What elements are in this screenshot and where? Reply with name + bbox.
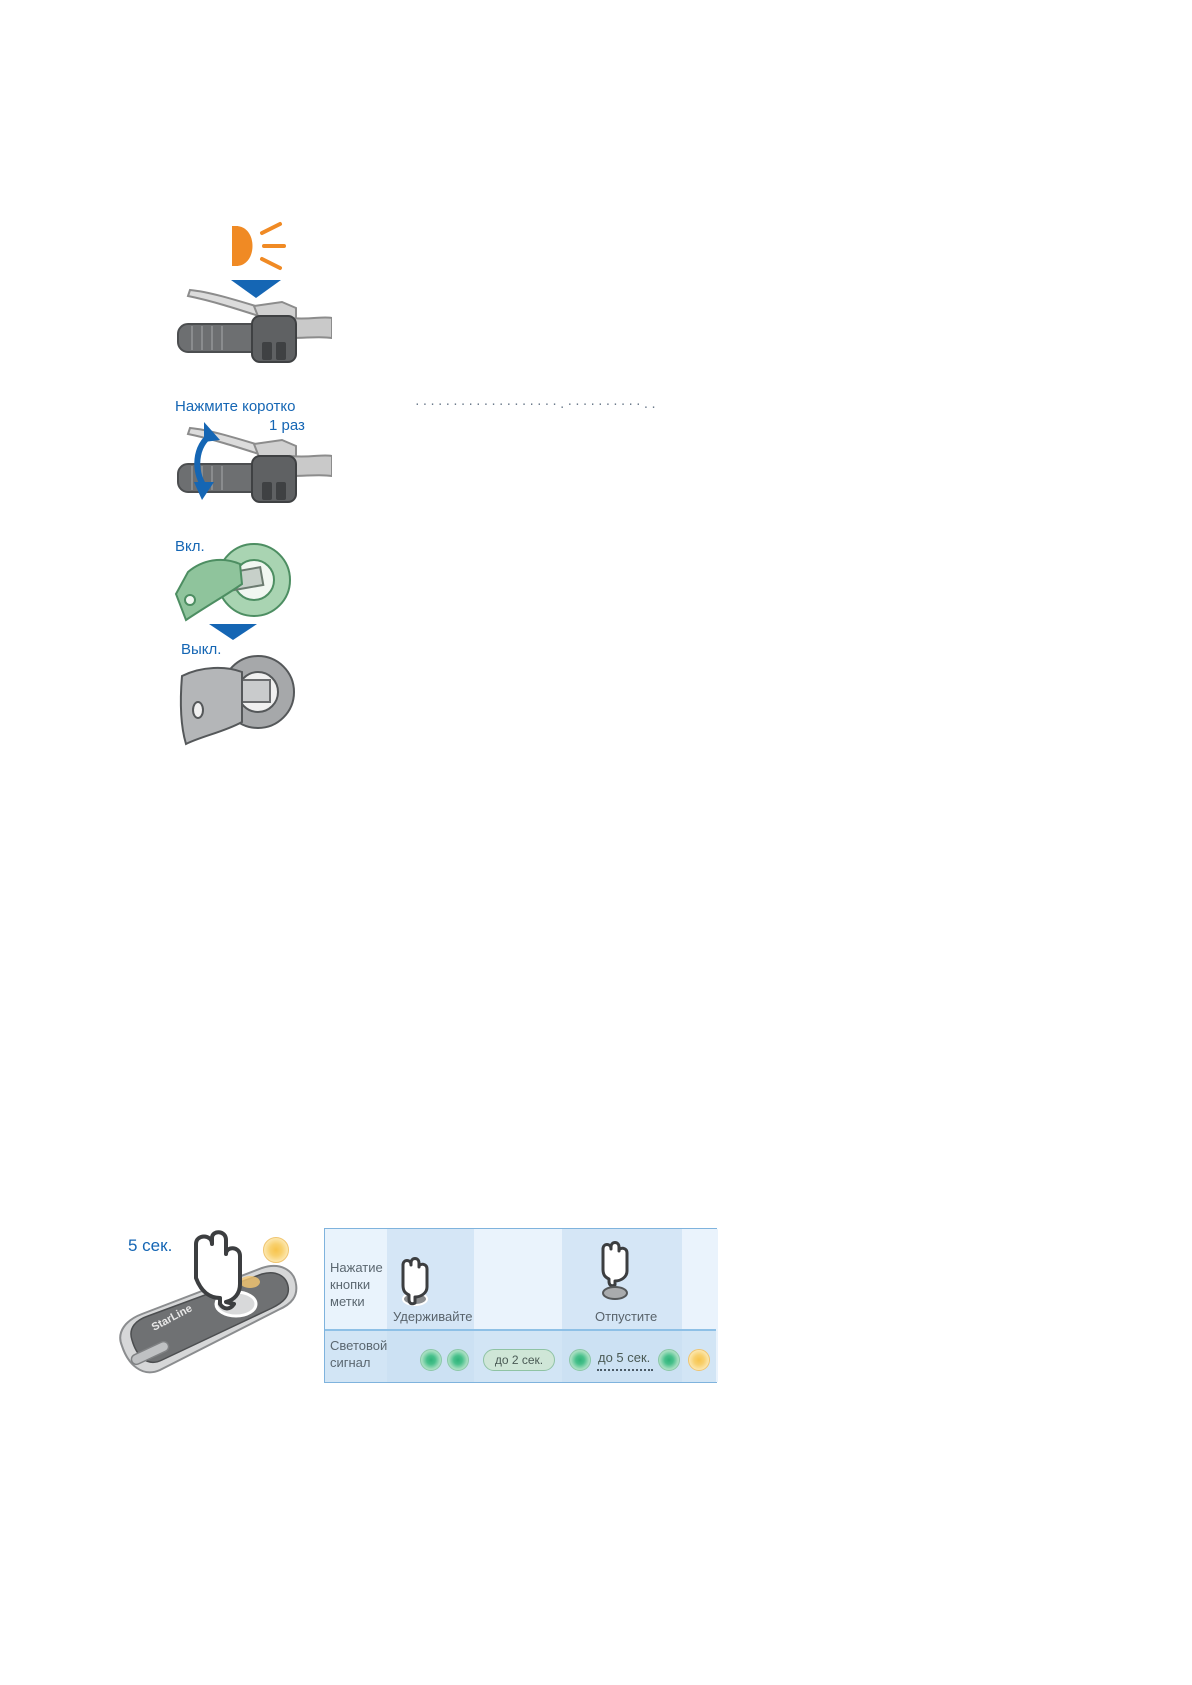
hold-caption: Удерживайте <box>393 1309 473 1324</box>
key-off-icon <box>176 640 296 750</box>
wait-pill-2s: до 2 сек. <box>483 1349 555 1371</box>
hand-release-icon <box>597 1241 637 1301</box>
headlight-icon <box>228 220 288 272</box>
curved-arrow-icon <box>186 420 226 500</box>
dotted-underline <box>597 1369 653 1371</box>
handlebar-illustration <box>172 280 332 370</box>
arrow-down-icon <box>209 624 257 640</box>
signal-sequence-table: Нажатие кнопки метки Световой сигнал Уде… <box>324 1228 717 1383</box>
key-on-icon <box>172 534 292 630</box>
hand-press-icon <box>397 1255 437 1307</box>
led-amber-end <box>688 1349 710 1371</box>
dotted-separator: ···················.··········.. <box>414 398 658 402</box>
status-led-amber <box>263 1237 289 1263</box>
wait-label-5s: до 5 сек. <box>598 1350 650 1365</box>
row-label-press: Нажатие кнопки метки <box>330 1259 383 1310</box>
led-green-1 <box>420 1349 442 1371</box>
release-caption: Отпустите <box>595 1309 657 1324</box>
led-green-3 <box>569 1349 591 1371</box>
table-row-divider <box>325 1329 716 1331</box>
led-green-4 <box>658 1349 680 1371</box>
led-green-2 <box>447 1349 469 1371</box>
press-short-label: Нажмите коротко <box>175 398 295 415</box>
row-label-light: Световой сигнал <box>330 1337 387 1371</box>
